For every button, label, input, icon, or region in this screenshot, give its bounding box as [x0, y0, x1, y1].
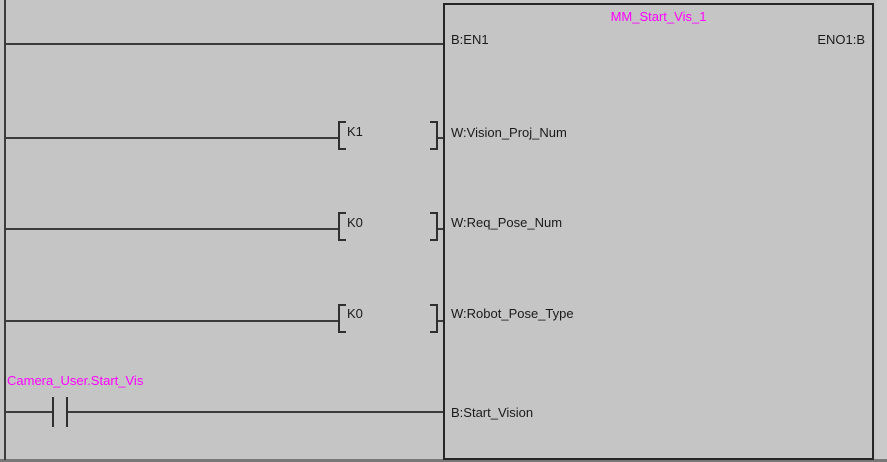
constant-bracket-right-icon	[430, 304, 438, 333]
constant-value-vision-proj-num[interactable]: K1	[347, 124, 363, 139]
wire-rung-4-connector	[438, 320, 445, 322]
left-power-rail	[4, 0, 6, 460]
constant-bracket-left-icon	[338, 304, 346, 333]
constant-value-robot-pose-type[interactable]: K0	[347, 306, 363, 321]
constant-bracket-left-icon	[338, 212, 346, 241]
constant-bracket-right-icon	[430, 212, 438, 241]
no-contact-icon[interactable]	[52, 397, 54, 427]
wire-rung-5-left	[4, 411, 52, 413]
wire-rung-4	[4, 320, 338, 322]
fb-pin-eno1[interactable]: ENO1:B	[817, 32, 865, 47]
wire-rung-2-connector	[438, 137, 445, 139]
constant-bracket-right-icon	[430, 121, 438, 150]
constant-bracket-left-icon	[338, 121, 346, 150]
fb-pin-robot-pose-type[interactable]: W:Robot_Pose_Type	[451, 306, 574, 321]
function-block-instance-name[interactable]: MM_Start_Vis_1	[610, 9, 707, 24]
contact-operand-label[interactable]: Camera_User.Start_Vis	[7, 373, 144, 388]
constant-value-req-pose-num[interactable]: K0	[347, 215, 363, 230]
wire-rung-1	[4, 43, 443, 45]
editor-right-margin	[876, 0, 887, 462]
wire-rung-5-right	[68, 411, 443, 413]
fb-pin-en1[interactable]: B:EN1	[451, 32, 489, 47]
wire-rung-3-connector	[438, 228, 445, 230]
no-contact-icon[interactable]	[66, 397, 68, 427]
fb-pin-start-vision[interactable]: B:Start_Vision	[451, 405, 534, 420]
wire-rung-2	[4, 137, 338, 139]
editor-bottom-boundary	[0, 459, 887, 462]
fb-pin-req-pose-num[interactable]: W:Req_Pose_Num	[451, 215, 563, 230]
fb-pin-vision-proj-num[interactable]: W:Vision_Proj_Num	[451, 125, 567, 140]
function-block-mm-start-vis[interactable]: MM_Start_Vis_1 B:EN1 ENO1:B W:Vision_Pro…	[443, 3, 874, 460]
wire-rung-3	[4, 228, 338, 230]
